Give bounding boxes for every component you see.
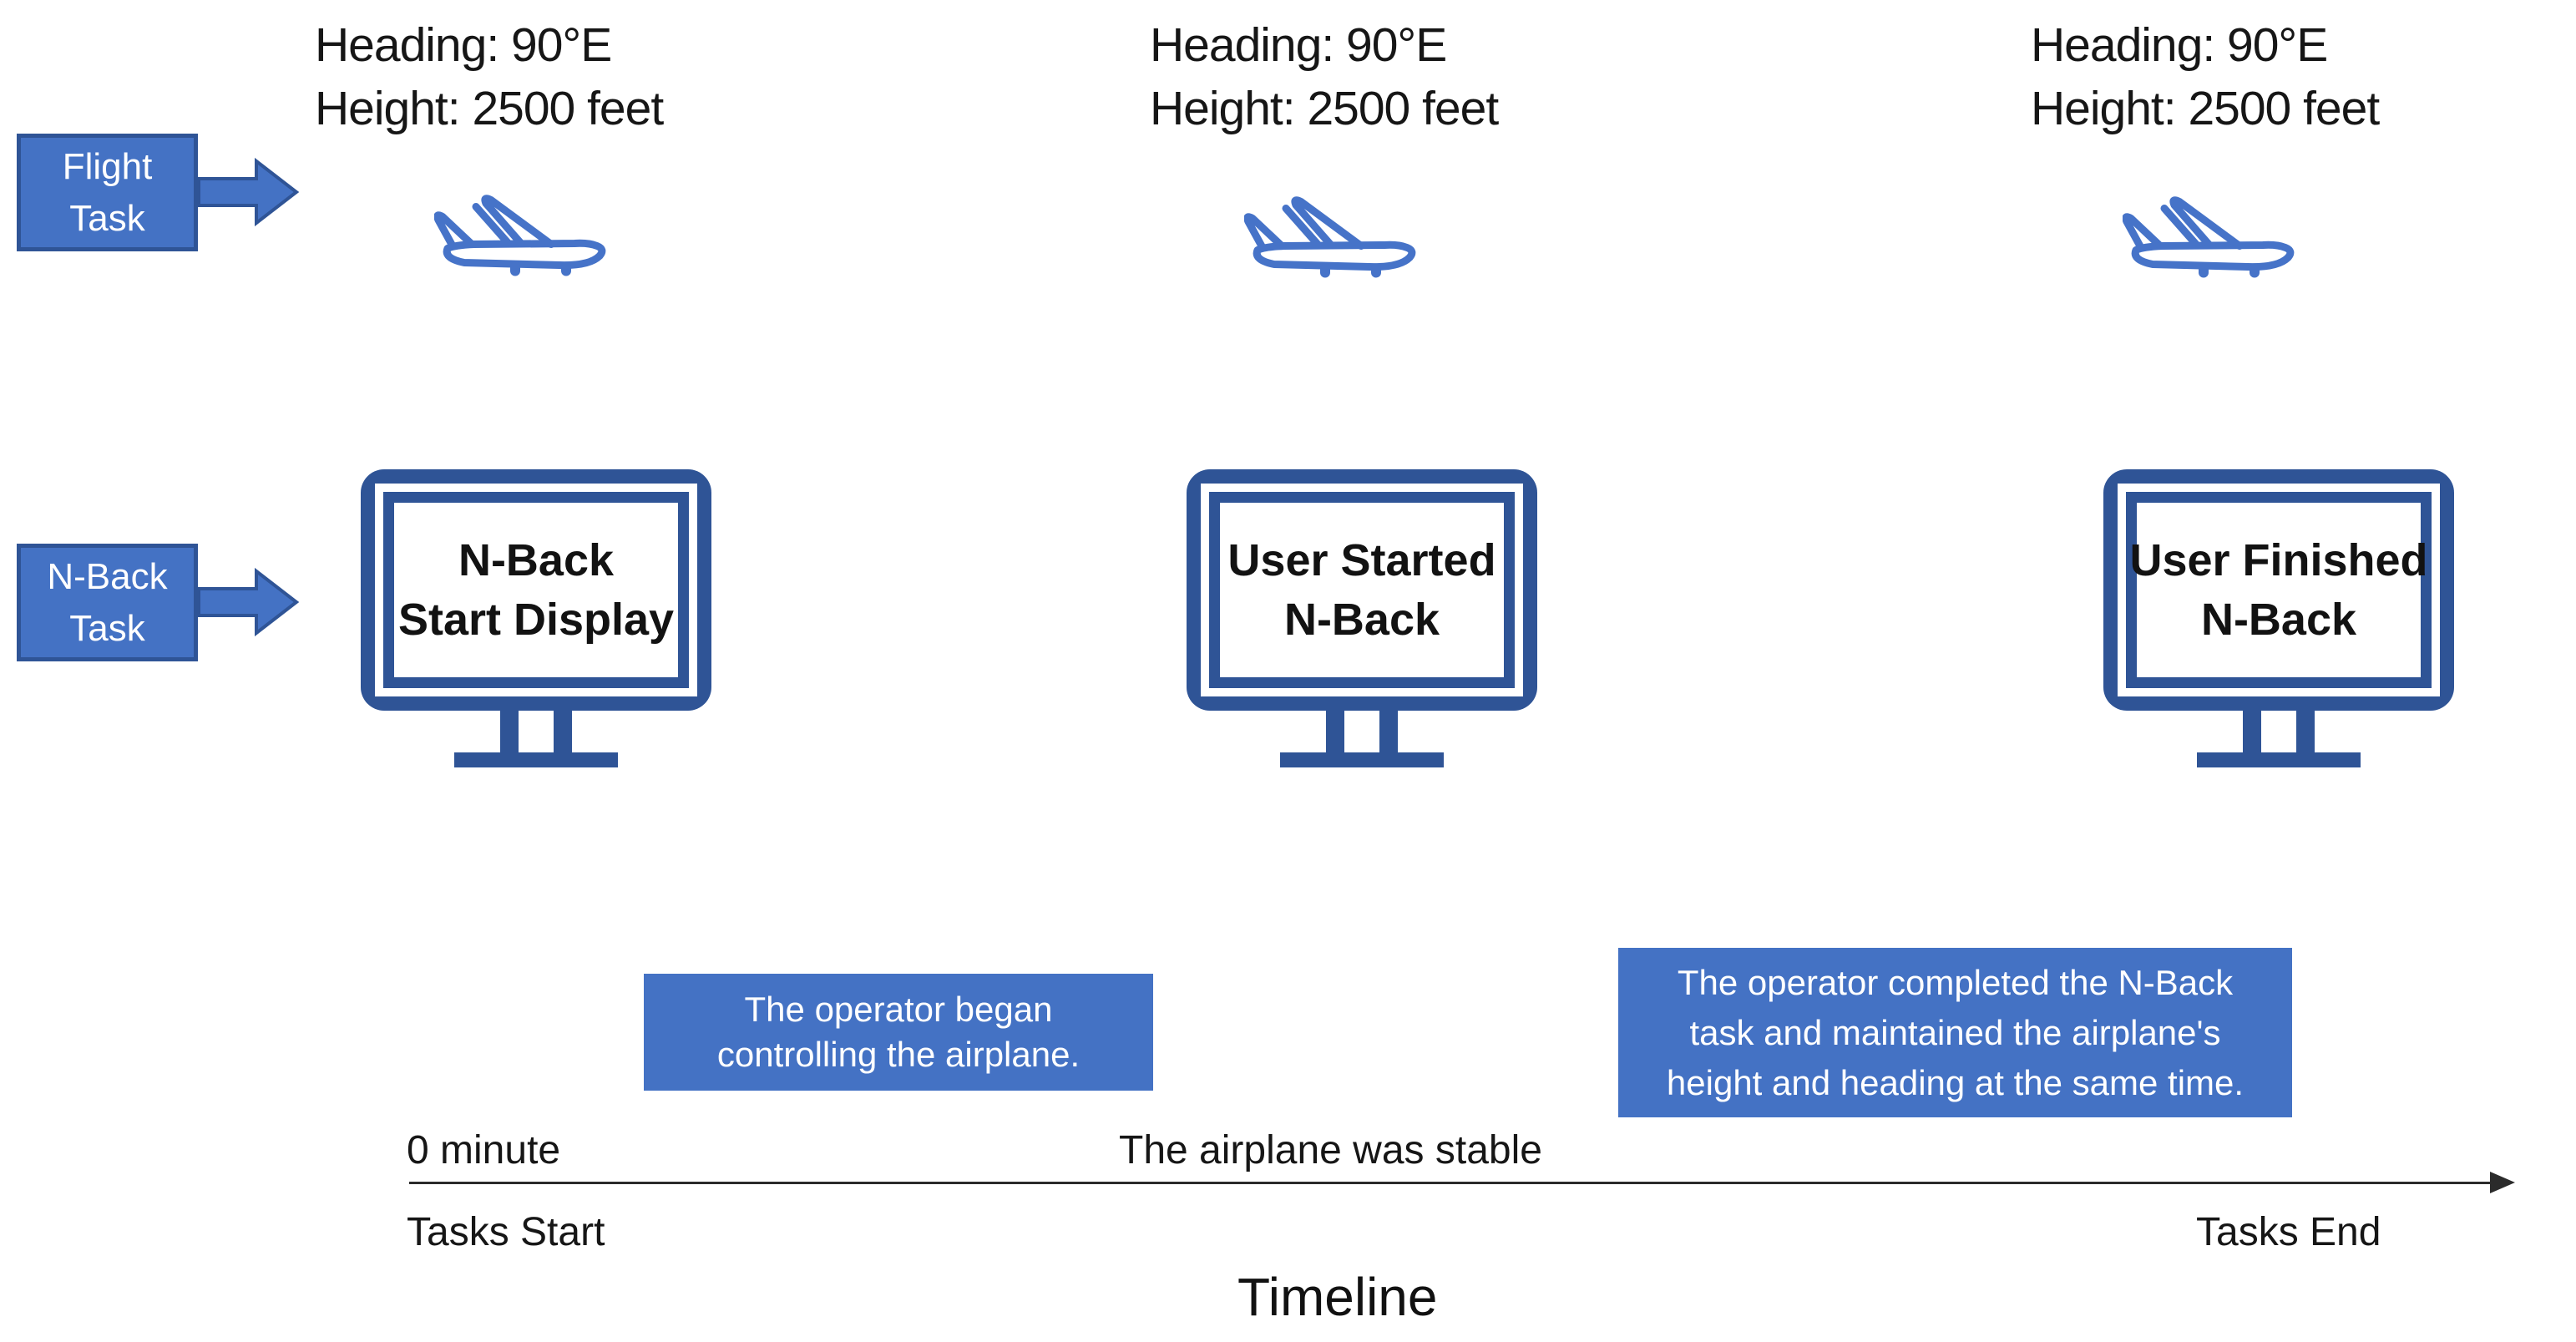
height-line: Height: 2500 feet (1150, 82, 1499, 135)
callout-line: The operator began (744, 990, 1053, 1029)
monitor-stand-base (1280, 752, 1444, 767)
heading-line: Heading: 90°E (1150, 18, 1447, 72)
monitor-stand-base (2197, 752, 2361, 767)
monitor-icon-start-display: N-Back Start Display (361, 469, 711, 767)
heading-line: Heading: 90°E (315, 18, 612, 72)
monitor-icon-user-finished: User Finished N-Back (2103, 469, 2454, 767)
callout-line: task and maintained the airplane's (1689, 1012, 2221, 1052)
timeline-axis-line (409, 1182, 2493, 1184)
airplane-icon (434, 195, 606, 276)
timeline-title: Timeline (1237, 1267, 1438, 1327)
timeline-tasks-end-label: Tasks End (2196, 1210, 2381, 1254)
callout-operator-completed: The operator completed the N-Back task a… (1618, 948, 2292, 1117)
nback-task-label-box: N-Back Task (17, 544, 198, 661)
monitor-text-line2: N-Back (2200, 594, 2357, 645)
flight-state-heading-2: Heading: 90°E Height: 2500 feet (1150, 13, 1499, 140)
monitor-text-line1: User Finished (2129, 534, 2428, 585)
monitor-screen: User Finished N-Back (2129, 503, 2428, 677)
monitor-text-line1: N-Back (458, 534, 615, 585)
heading-line: Heading: 90°E (2031, 18, 2328, 72)
monitor-stand-neck (2103, 711, 2454, 752)
block-arrow-right-icon (198, 157, 300, 227)
monitor-screen: User Started N-Back (1220, 503, 1504, 677)
airplane-icon (1244, 196, 1416, 278)
monitor-stand-neck (361, 711, 711, 752)
monitor-text-line2: N-Back (1283, 594, 1440, 645)
monitor-text-line2: Start Display (397, 594, 675, 645)
flight-task-label-line1: Flight (62, 145, 153, 187)
monitor-frame: User Started N-Back (1187, 469, 1537, 711)
nback-task-label-line2: Task (69, 607, 145, 649)
callout-line: controlling the airplane. (716, 1035, 1081, 1074)
callout-operator-began: The operator began controlling the airpl… (644, 974, 1153, 1091)
block-arrow-right-icon (198, 567, 300, 637)
height-line: Height: 2500 feet (315, 82, 664, 135)
monitor-frame: N-Back Start Display (361, 469, 711, 711)
monitor-stand-neck (1187, 711, 1537, 752)
flight-task-label-line2: Task (69, 197, 145, 239)
timeline-zero-minute-label: 0 minute (407, 1128, 561, 1172)
monitor-stand-base (454, 752, 618, 767)
arrowhead-right-icon (2490, 1172, 2515, 1193)
flight-state-heading-3: Heading: 90°E Height: 2500 feet (2031, 13, 2380, 140)
monitor-frame: User Finished N-Back (2103, 469, 2454, 711)
monitor-text-line1: User Started (1227, 534, 1496, 585)
monitor-screen: N-Back Start Display (394, 503, 678, 677)
monitor-icon-user-started: User Started N-Back (1187, 469, 1537, 767)
timeline-stable-label: The airplane was stable (1119, 1128, 1542, 1172)
height-line: Height: 2500 feet (2031, 82, 2380, 135)
callout-line: The operator completed the N-Back (1677, 962, 2234, 1002)
airplane-icon (2123, 196, 2295, 278)
timeline-tasks-start-label: Tasks Start (407, 1210, 605, 1254)
callout-line: height and heading at the same time. (1666, 1062, 2245, 1102)
flight-state-heading-1: Heading: 90°E Height: 2500 feet (315, 13, 664, 140)
flight-task-label-box: Flight Task (17, 134, 198, 251)
nback-task-label-line1: N-Back (47, 555, 168, 597)
